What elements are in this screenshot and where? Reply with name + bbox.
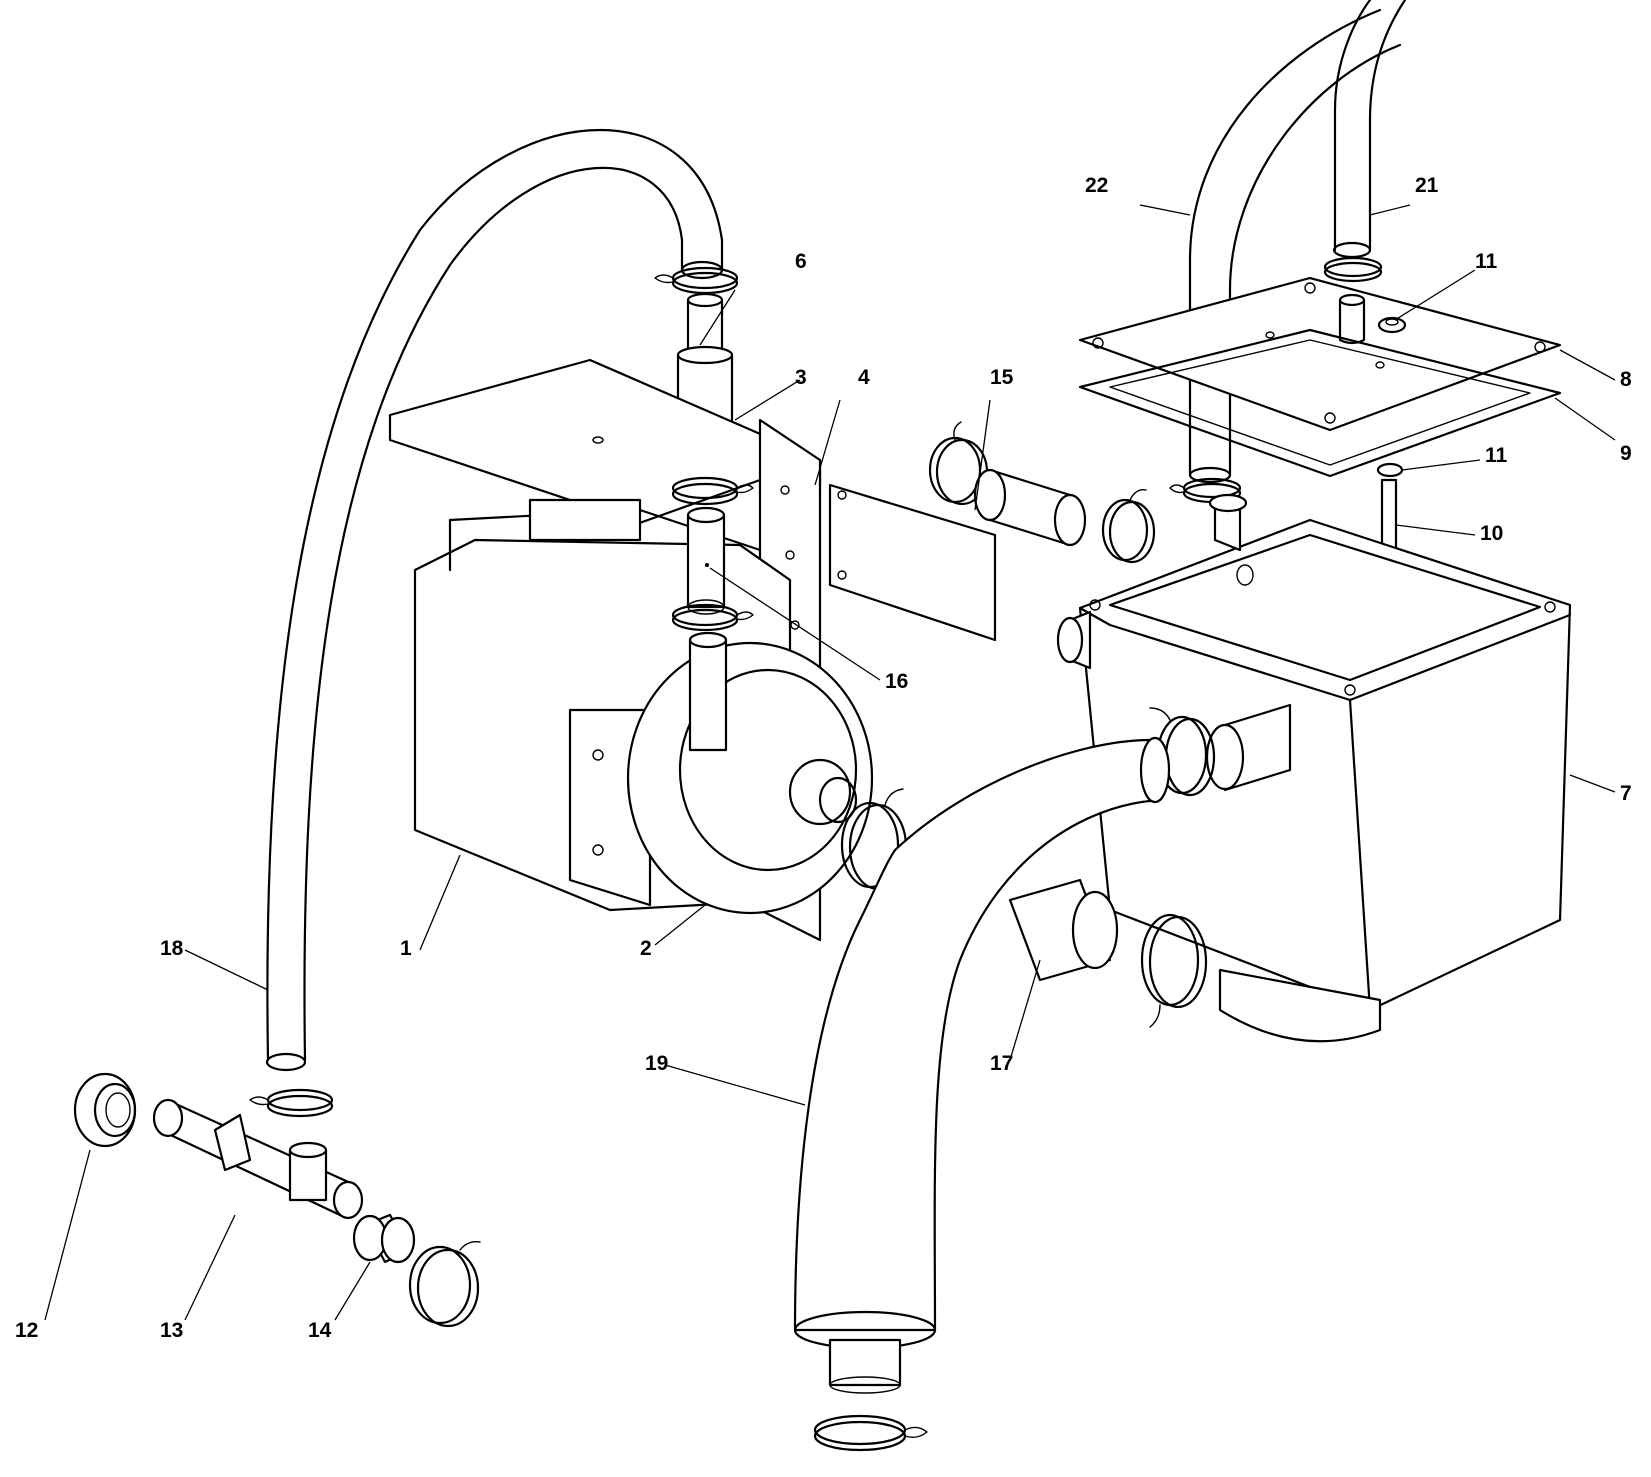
clamp-21 [1323, 256, 1383, 283]
part-13-nut [73, 1072, 137, 1148]
clamp-top-6 [654, 266, 739, 295]
callout-8: 8 [1620, 368, 1632, 391]
part-8-lid [1078, 276, 1562, 432]
part-19-elbow-hose [793, 736, 1171, 1394]
callout-15: 15 [990, 366, 1014, 389]
part-15-sleeve [928, 421, 1087, 547]
callout-22: 22 [1085, 174, 1108, 197]
callout-19: 19 [645, 1052, 668, 1075]
part-9-gasket [1078, 328, 1562, 478]
tank-side-outlet [1149, 703, 1292, 797]
part-12-tee [152, 1098, 364, 1220]
callout-16: 16 [885, 670, 908, 693]
part-21-hose [1332, 0, 1407, 259]
callout-1: 1 [400, 937, 412, 960]
callout-2: 2 [640, 937, 652, 960]
callout-14: 14 [308, 1319, 332, 1342]
clamp-15-right [1101, 489, 1156, 564]
callout-12: 13 [160, 1319, 183, 1342]
part-17-outlet [1008, 878, 1208, 1028]
part-11-top-grommet [1377, 316, 1407, 334]
callout-11-top: 11 [1475, 250, 1498, 273]
clamp-18-bottom [249, 1088, 334, 1118]
part-7-tank [1056, 493, 1572, 1043]
callout-4: 4 [858, 366, 870, 389]
callout-17: 17 [990, 1052, 1013, 1075]
part-18-hose [265, 129, 724, 1072]
part-14-bush [352, 1213, 416, 1264]
clamp-middle-6 [671, 476, 754, 506]
clamp-14 [408, 1240, 481, 1328]
clamp-lower-16 [671, 603, 754, 632]
callout-3: 3 [795, 366, 807, 389]
part-2-volute [626, 631, 874, 915]
part-16-tube [686, 506, 726, 615]
clamp-19-bottom [813, 1414, 928, 1452]
callout-9: 9 [1620, 442, 1632, 465]
leader-lines [44, 204, 1616, 1321]
callout-6: 6 [795, 250, 807, 273]
callout-11-lower: 11 [1485, 444, 1508, 467]
callout-18: 18 [160, 937, 184, 960]
part-22-hose [1188, 8, 1402, 484]
part-4-plate [828, 483, 997, 642]
callout-21: 21 [1415, 174, 1439, 197]
callout-labels: 22 21 11 8 9 11 10 7 6 3 4 15 16 1 2 18 … [15, 174, 1632, 1342]
callout-13: 12 [15, 1319, 38, 1342]
callout-7: 7 [1620, 782, 1632, 805]
callout-10: 10 [1480, 522, 1503, 545]
part-11-lower-grommet [1376, 462, 1404, 478]
